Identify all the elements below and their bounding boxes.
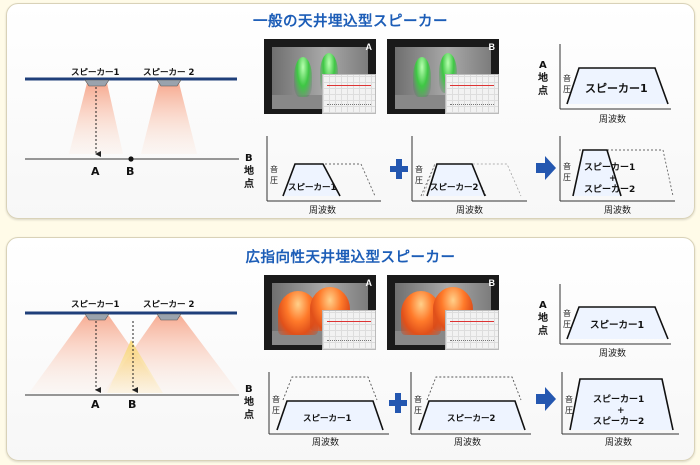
graph-pointB-sum: 音 圧 スピーカー1 + スピーカー2 周波数 (559, 136, 675, 216)
overlap-area (107, 340, 163, 393)
simulation-image-B: B (387, 39, 499, 114)
graphSum-xlabel: 周波数 (605, 436, 632, 448)
graphSum-line1: スピーカー1 (584, 161, 635, 173)
graphSum-plus: + (617, 406, 625, 416)
graphSum-line2: スピーカー2 (593, 415, 644, 427)
graph-pointB-speaker2: 音 圧 スピーカー2 周波数 (410, 372, 531, 448)
pointB-vlabel-2: 地 (244, 164, 254, 177)
speaker2-label: スピーカー 2 (143, 299, 194, 310)
svg-text:圧: 圧 (270, 176, 278, 185)
graphB1-series-label: スピーカー1 (303, 413, 352, 424)
svg-text:圧: 圧 (563, 320, 571, 329)
pointA-vlabel-2: 地 (538, 311, 548, 324)
pointB-vlabel-1: B (245, 384, 253, 395)
graphSum-line2: スピーカー2 (584, 183, 635, 195)
pointB-vlabel-2: 地 (244, 395, 254, 408)
graph-pointA: 音 圧 スピーカー1 周波数 (559, 44, 671, 125)
right-arrow-icon (536, 156, 556, 180)
graphB2-xlabel: 周波数 (456, 204, 483, 216)
pointA-vlabel-3: 点 (538, 324, 548, 337)
point-A-label: A (91, 165, 100, 178)
svg-text:音: 音 (563, 161, 571, 171)
svg-text:音: 音 (272, 394, 280, 404)
panel-title: 広指向性天井埋込型スピーカー (245, 250, 456, 266)
graphA-series-label: スピーカー1 (585, 82, 648, 95)
plus-icon (390, 159, 408, 179)
svg-text:圧: 圧 (565, 406, 573, 415)
graphB1-xlabel: 周波数 (309, 204, 336, 216)
speaker-icon (156, 79, 182, 87)
speaker1-label: スピーカー1 (71, 299, 120, 310)
diagram-wide: スピーカー1 スピーカー 2 A B B 地 点 A 地 点 音 圧 スピーカー… (25, 284, 679, 448)
pointA-vlabel-2: 地 (538, 71, 548, 84)
graph-pointB-speaker2: 音 圧 スピーカー2 周波数 (411, 136, 527, 216)
svg-text:圧: 圧 (272, 406, 280, 415)
graphB2-series-label: スピーカー2 (430, 182, 479, 193)
svg-text:音: 音 (414, 394, 422, 404)
plus-icon (389, 393, 407, 413)
speaker2-cone (141, 83, 197, 154)
speaker-icon (84, 79, 110, 87)
simulation-image-B: B (387, 275, 499, 350)
graphA-series-label: スピーカー1 (590, 319, 644, 331)
panel-title: 一般の天井埋込型スピーカー (253, 14, 448, 30)
graphSum-plus: + (609, 174, 617, 184)
panel-standard-speaker: 一般の天井埋込型スピーカー スピーカー1 スピーカー 2 A B B (6, 3, 695, 219)
graph-pointB-sum: 音 圧 スピーカー1 + スピーカー2 周波数 (561, 372, 679, 448)
graphB1-xlabel: 周波数 (312, 436, 339, 448)
pointB-vlabel-3: 点 (244, 408, 254, 421)
graph-pointA: 音 圧 スピーカー1 周波数 (559, 284, 671, 359)
point-B-label: B (128, 398, 136, 411)
graphB1-series-label: スピーカー1 (288, 182, 337, 193)
graphB2-series-label: スピーカー2 (447, 413, 496, 424)
graphSum-xlabel: 周波数 (604, 204, 631, 216)
pointA-vlabel-1: A (539, 60, 547, 71)
svg-text:音: 音 (565, 394, 573, 404)
svg-text:圧: 圧 (563, 173, 571, 182)
svg-text:音: 音 (563, 308, 571, 318)
svg-text:圧: 圧 (415, 176, 423, 185)
pointB-vlabel-1: B (245, 153, 253, 164)
pointB-vlabel-3: 点 (244, 177, 254, 190)
speaker2-label: スピーカー 2 (143, 67, 194, 78)
speaker-icon (84, 313, 110, 321)
graphA-xlabel: 周波数 (599, 347, 626, 359)
simulation-image-A: A (264, 39, 376, 114)
point-B-dot (128, 156, 134, 162)
svg-text:圧: 圧 (563, 85, 571, 94)
simulation-image-A: A (264, 275, 376, 350)
speaker1-label: スピーカー1 (71, 67, 120, 78)
panel-wide-dispersion-speaker: 広指向性天井埋込型スピーカー スピーカー1 スピーカー 2 A B (6, 237, 695, 461)
svg-text:圧: 圧 (414, 406, 422, 415)
svg-text:音: 音 (270, 164, 278, 174)
graphA-xlabel: 周波数 (599, 113, 626, 125)
pointA-vlabel-1: A (539, 300, 547, 311)
point-B-label: B (126, 165, 134, 178)
graphB2-xlabel: 周波数 (454, 436, 481, 448)
pointA-vlabel-3: 点 (538, 84, 548, 97)
svg-text:音: 音 (415, 164, 423, 174)
diagram-standard: スピーカー1 スピーカー 2 A B B 地 点 A 地 点 音 圧 スピーカー… (25, 44, 675, 216)
speaker1-cone (69, 83, 123, 154)
graph-pointB-speaker1: 音 圧 スピーカー1 周波数 (268, 372, 389, 448)
graph-pointB-speaker1: 音 圧 スピーカー1 周波数 (266, 136, 381, 216)
point-A-label: A (91, 398, 100, 411)
right-arrow-icon (536, 387, 556, 411)
speaker-icon (156, 313, 182, 321)
svg-text:音: 音 (563, 73, 571, 83)
graphSum-line1: スピーカー1 (593, 393, 644, 405)
